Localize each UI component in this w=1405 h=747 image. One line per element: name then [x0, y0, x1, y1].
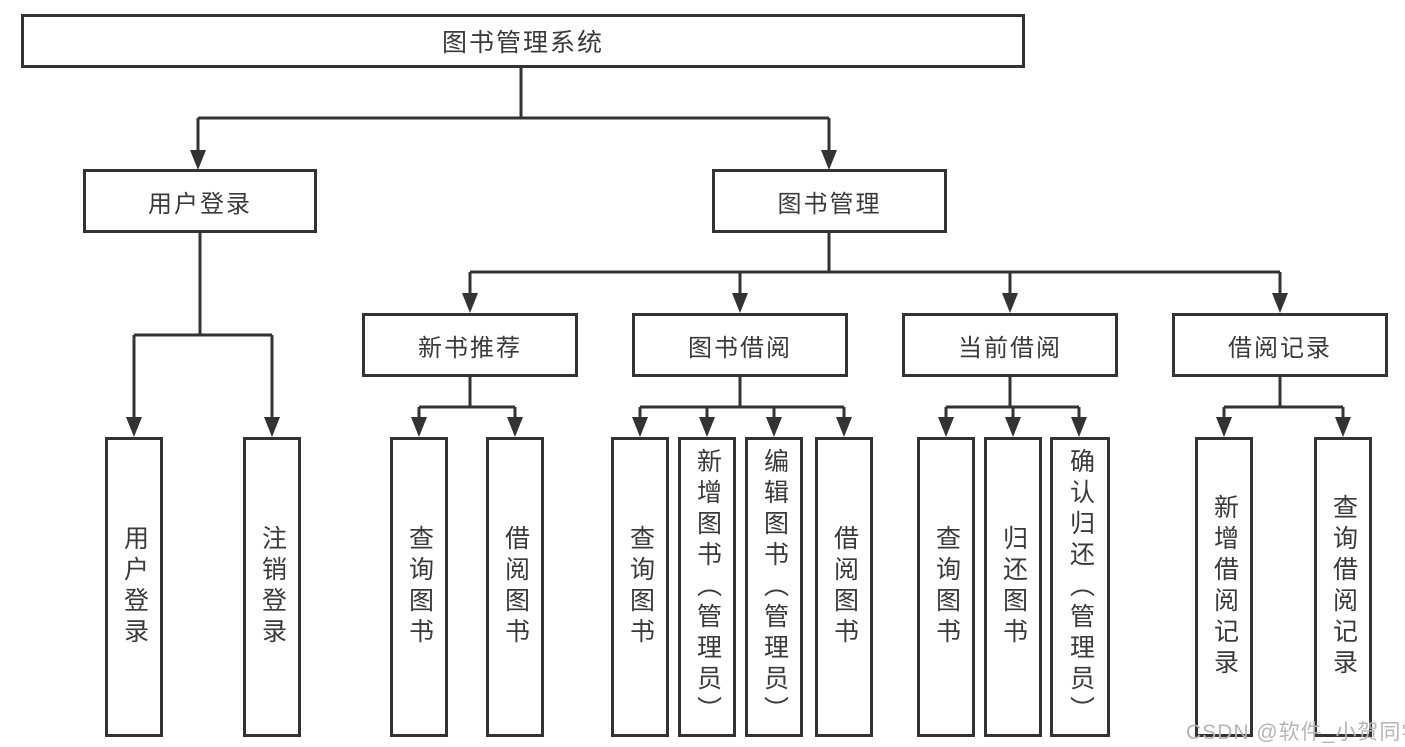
node-label: 当前借阅 [958, 334, 1062, 362]
node-label: 图书借阅 [688, 334, 792, 362]
leaf-edit-books-admin: 编辑图书（管理员） [745, 437, 803, 737]
node-label: 归还图书 [999, 525, 1028, 649]
node-borrowing-records: 借阅记录 [1172, 313, 1388, 377]
node-label: 确认归还（管理员） [1066, 447, 1095, 727]
node-book-borrowing: 图书借阅 [632, 313, 848, 377]
leaf-borrow-books: 借阅图书 [815, 437, 873, 737]
leaf-query-books-borrow: 查询图书 [611, 437, 669, 737]
node-label: 查询图书 [405, 525, 434, 649]
node-label: 用户登录 [148, 190, 252, 218]
node-library-management-system: 图书管理系统 [21, 14, 1025, 68]
leaf-query-books-current: 查询图书 [917, 437, 975, 737]
leaf-user-login: 用户登录 [105, 437, 163, 737]
node-label: 借阅图书 [830, 525, 859, 649]
node-new-book-recommendation: 新书推荐 [362, 313, 578, 377]
node-label: 查询图书 [626, 525, 655, 649]
node-label: 查询图书 [932, 525, 961, 649]
node-label: 新书推荐 [418, 334, 522, 362]
leaf-query-borrow-record: 查询借阅记录 [1314, 437, 1372, 737]
node-current-borrowing: 当前借阅 [902, 313, 1118, 377]
node-label: 借阅记录 [1228, 334, 1332, 362]
node-label: 图书管理 [777, 190, 882, 218]
leaf-logout: 注销登录 [243, 437, 301, 737]
arrowheads [126, 150, 1351, 437]
leaf-confirm-return-admin: 确认归还（管理员） [1050, 437, 1110, 737]
csdn-watermark: CSDN @软件_小贺同学 [1186, 721, 1405, 744]
node-label: 注销登录 [258, 525, 287, 649]
node-label: 新增借阅记录 [1210, 494, 1239, 680]
node-label: 编辑图书（管理员） [760, 447, 789, 727]
node-label: 图书管理系统 [441, 29, 604, 57]
node-book-management: 图书管理 [712, 169, 947, 233]
node-label: 新增图书（管理员） [693, 447, 722, 727]
node-label: 查询借阅记录 [1329, 494, 1358, 680]
node-label: 用户登录 [120, 525, 149, 649]
leaf-add-borrow-record: 新增借阅记录 [1195, 437, 1253, 737]
leaf-add-books-admin: 新增图书（管理员） [678, 437, 736, 737]
leaf-borrow-books-recommend: 借阅图书 [486, 437, 544, 737]
node-user-login-branch: 用户登录 [83, 169, 317, 233]
node-label: 借阅图书 [501, 525, 530, 649]
leaf-return-books: 归还图书 [984, 437, 1042, 737]
leaf-query-books-recommend: 查询图书 [390, 437, 448, 737]
